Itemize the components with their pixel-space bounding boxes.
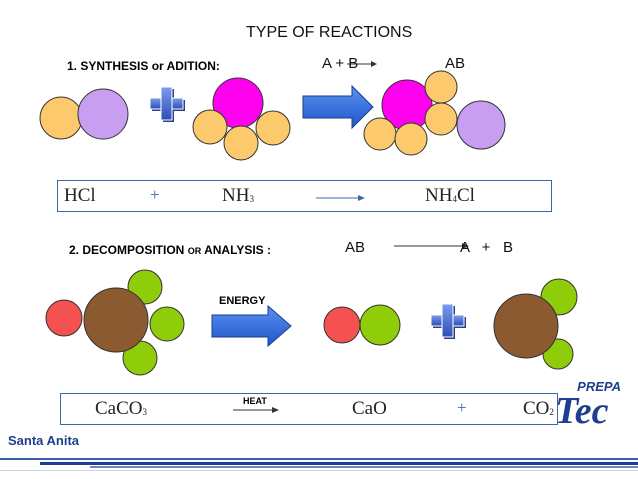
plus-icon (430, 303, 466, 339)
cao-molecule (323, 304, 401, 346)
example-product-co2: CO2 (523, 398, 554, 419)
prepa-tec-logo: PREPA Tec (555, 377, 627, 457)
decomposition-reactant-molecule (45, 269, 185, 376)
reactant-a-atom (39, 96, 83, 140)
example-reactant-caco3: CaCO3 (95, 398, 147, 419)
synthesis-general-right: AB (445, 55, 466, 72)
decomposition-general-right: A + B (460, 239, 513, 256)
page-title: TYPE OF REACTIONS (246, 24, 413, 41)
heat-label: HEAT (243, 396, 267, 406)
reactant-b-atom (77, 88, 129, 140)
decomposition-heading: 2. DECOMPOSITION OR ANALYSIS : (69, 243, 271, 257)
synthesis-example-box (57, 180, 552, 212)
right-arrow-icon (302, 84, 374, 130)
decomposition-example-box (60, 393, 558, 425)
reaction-arrow-icon (233, 407, 279, 413)
synthesis-heading: 1. SYNTHESIS or ADITION: (67, 59, 220, 73)
co2-molecule (493, 278, 578, 370)
example-product-cao: CaO (352, 398, 387, 419)
right-arrow-icon (211, 304, 292, 348)
energy-label: ENERGY (219, 295, 266, 307)
reaction-arrow-icon (394, 243, 469, 249)
example-plus: + (150, 185, 160, 204)
synthesis-general-left: A + B (322, 55, 359, 72)
tec-logo-text: Tec (555, 390, 609, 432)
reaction-arrow-icon (347, 61, 377, 67)
reactant-molecule (192, 77, 291, 161)
prepa-logo-text: PREPA (577, 379, 621, 394)
example-reactant-hcl: HCl (64, 185, 96, 206)
santa-anita-logo: Santa Anita (8, 433, 80, 448)
footer-stripes (0, 458, 638, 471)
product-molecule (363, 70, 506, 156)
decomposition-general-left: AB (345, 239, 366, 256)
plus-icon (149, 86, 185, 122)
example-product-nh4cl: NH4Cl (425, 185, 475, 206)
example-plus-2: + (457, 398, 467, 417)
reaction-arrow-icon (316, 195, 365, 201)
example-reactant-nh3: NH3 (222, 185, 254, 206)
